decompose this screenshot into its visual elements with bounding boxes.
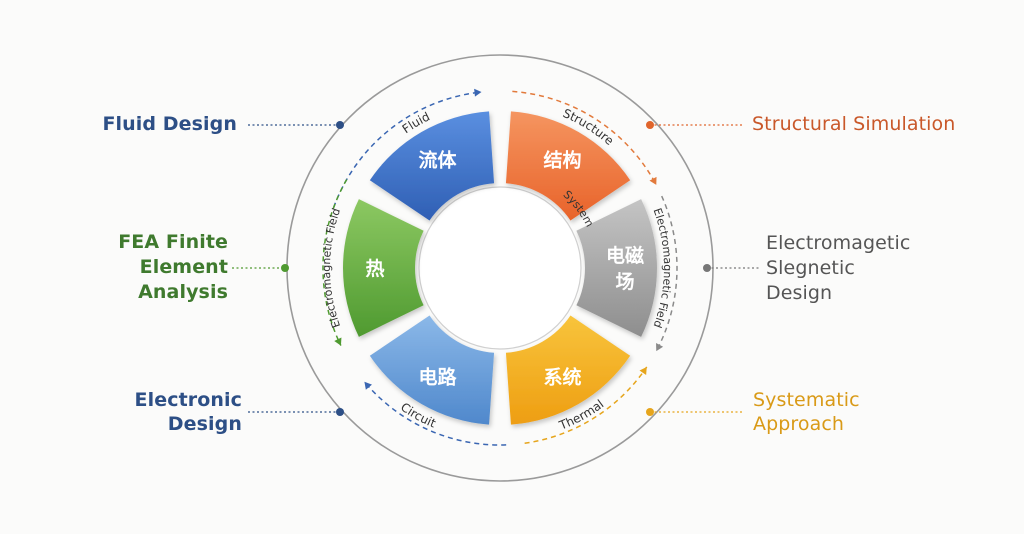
segment-circuit-shape [369,315,495,425]
segment-structure-label: 结构 [543,149,581,172]
segment-circuit: 电路 [369,315,495,425]
leader-fluid-dot [336,121,344,129]
leader-systematic [646,408,742,416]
segment-em: 电磁场 [576,199,657,337]
fluid-design-text: Fluid Design [102,113,237,135]
leader-electronic-dot [336,408,344,416]
callout-fea: FEA Finite Element Analysis [80,230,228,305]
structural-simulation-text: Structural Simulation [752,113,956,135]
fea-line-3: Analysis [138,281,228,303]
leader-em [703,264,760,272]
segment-system-label: 系统 [543,365,581,388]
segment-fluid-shape [369,111,495,221]
fea-line-2: Element [139,256,228,278]
leader-em-dot [703,264,711,272]
segment-fluid: 流体 [369,111,495,221]
segment-circuit-label: 电路 [418,365,457,388]
circuit-arrow [363,381,507,446]
callout-systematic-approach: Systematic Approach [753,388,953,436]
electromagnetic-design-line-2: Slegnetic [766,257,855,279]
segment-thermal-label: 热 [365,257,384,280]
segment-system-shape [505,315,631,425]
em-field-arrow [322,179,348,346]
leader-electronic [248,408,344,416]
leader-fea-dot [281,264,289,272]
electromagnetic-design-line-3: Design [766,282,833,304]
segment-structure-shape [505,111,631,221]
thermal-arrow [524,366,648,445]
electronic-design-line-2: Design [167,413,242,435]
fluid-arrow [332,88,482,208]
arc-label-em-field-left: Electromagnetic Field [320,207,343,330]
leader-fea [232,264,289,272]
segment-structure: 结构 [505,111,631,221]
callout-fluid-design: Fluid Design [92,112,237,136]
electronic-design-line-1: Electronic [134,389,242,411]
electromagnetic-design-line-1: Electromagetic [766,232,911,254]
systematic-approach-line-2: Approach [753,413,845,435]
segment-thermal-shape [343,199,424,337]
segment-em-label: 场 [615,271,634,293]
segment-em-shape [576,199,657,337]
em-arrow [655,195,678,352]
callout-electromagnetic-design: Electromagetic Slegnetic Design [766,231,966,306]
leader-fluid [248,121,344,129]
fea-line-1: FEA Finite [118,231,228,253]
segment-thermal: 热 [343,199,424,337]
leader-systematic-dot [646,408,654,416]
systematic-approach-line-1: Systematic [753,389,860,411]
leader-structure [646,121,742,129]
structure-arrow [512,90,657,186]
segment-fluid-label: 流体 [418,149,457,172]
callout-electronic-design: Electronic Design [100,388,242,436]
callout-structural-simulation: Structural Simulation [752,112,1012,136]
leader-structure-dot [646,121,654,129]
segment-system: 系统 [505,315,631,425]
segment-em-label: 电磁 [606,244,644,267]
inner-hub [418,186,582,350]
